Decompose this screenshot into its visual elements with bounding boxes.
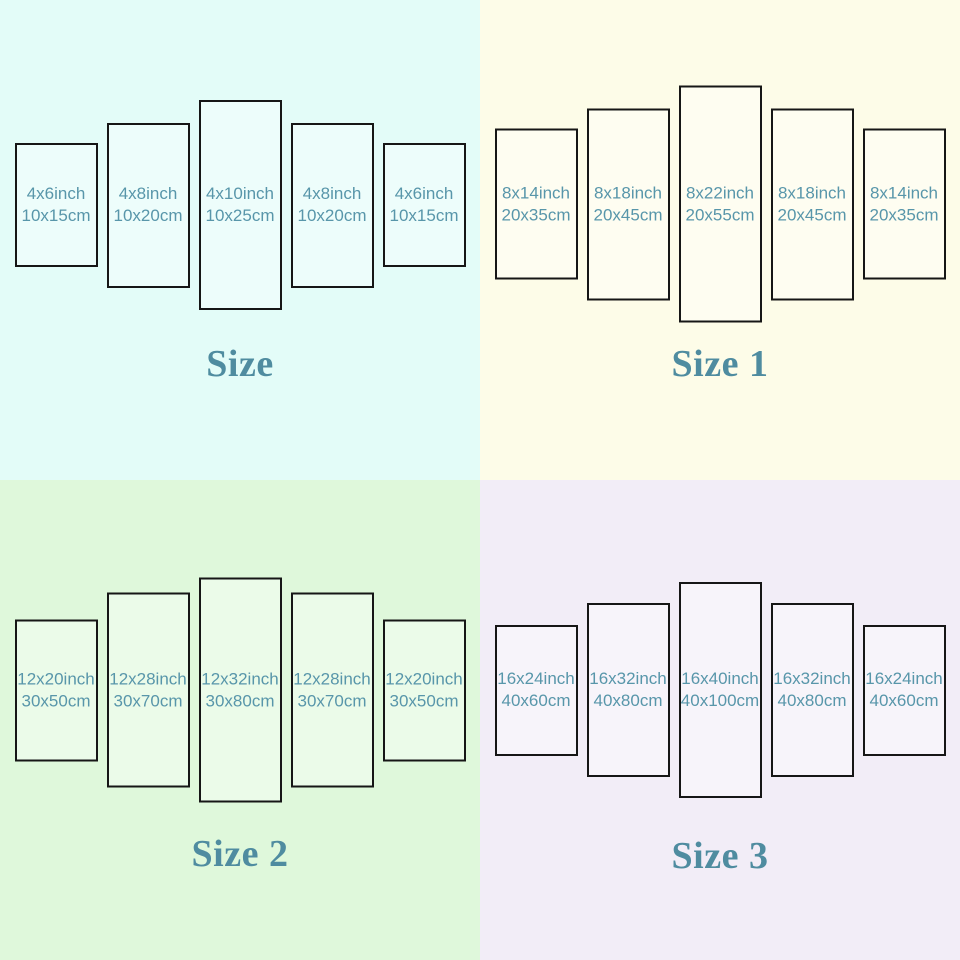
panel-size-inch: 4x8inch	[118, 184, 178, 203]
panel-mid-left: 12x28inch 30x70cm	[106, 592, 190, 788]
quadrant-title: Size 2	[191, 833, 289, 875]
panel-size-inch: 8x18inch	[593, 183, 663, 202]
panel-label: 12x20inch 30x50cm	[17, 668, 95, 712]
panel-label: 12x28inch 30x70cm	[109, 668, 187, 712]
quadrant-size: 4x6inch 10x15cm 4x8inch 10x20cm 4x10inch…	[0, 0, 480, 480]
panel-size-cm: 30x80cm	[205, 691, 275, 710]
panel-size-cm: 20x45cm	[593, 205, 663, 224]
panel-label: 16x24inch 40x60cm	[497, 668, 575, 712]
panel-label: 4x8inch 10x20cm	[298, 183, 367, 227]
panel-row: 8x14inch 20x35cm 8x18inch 20x45cm 8x22in…	[480, 85, 960, 323]
panel-size-inch: 8x14inch	[869, 183, 939, 202]
panel-size-inch: 16x24inch	[865, 669, 943, 688]
quadrant-size-2: 12x20inch 30x50cm 12x28inch 30x70cm 12x3…	[0, 480, 480, 960]
panel-size-cm: 40x80cm	[777, 691, 847, 710]
panel-label: 8x22inch 20x55cm	[686, 182, 755, 226]
panel-label: 8x18inch 20x45cm	[594, 182, 663, 226]
panel-label: 8x14inch 20x35cm	[870, 182, 939, 226]
quadrant-title: Size	[206, 343, 274, 385]
panel-size-cm: 20x35cm	[869, 205, 939, 224]
panel-mid-right: 4x8inch 10x20cm	[290, 122, 374, 288]
panel-mid-right: 16x32inch 40x80cm	[770, 603, 854, 777]
panel-size-inch: 16x24inch	[497, 669, 575, 688]
panel-size-inch: 4x6inch	[26, 184, 86, 203]
panel-outer-left: 4x6inch 10x15cm	[14, 143, 98, 267]
panel-size-inch: 16x32inch	[589, 669, 667, 688]
panel-size-cm: 30x50cm	[21, 691, 91, 710]
panel-size-inch: 8x14inch	[501, 183, 571, 202]
panel-size-cm: 10x15cm	[389, 206, 459, 225]
panel-label: 12x32inch 30x80cm	[201, 668, 279, 712]
panel-outer-left: 8x14inch 20x35cm	[494, 128, 578, 280]
panel-center: 8x22inch 20x55cm	[678, 85, 762, 323]
panel-label: 4x10inch 10x25cm	[206, 183, 275, 227]
panel-size-inch: 8x18inch	[777, 183, 847, 202]
panel-outer-right: 16x24inch 40x60cm	[862, 624, 946, 756]
panel-label: 12x28inch 30x70cm	[293, 668, 371, 712]
panel-outer-right: 8x14inch 20x35cm	[862, 128, 946, 280]
panel-label: 4x6inch 10x15cm	[22, 183, 91, 227]
panel-row: 12x20inch 30x50cm 12x28inch 30x70cm 12x3…	[0, 577, 480, 803]
panel-outer-left: 16x24inch 40x60cm	[494, 624, 578, 756]
quadrant-title: Size 1	[671, 343, 769, 385]
panel-mid-right: 8x18inch 20x45cm	[770, 108, 854, 300]
panel-label: 8x18inch 20x45cm	[778, 182, 847, 226]
panel-size-cm: 30x70cm	[113, 691, 183, 710]
panel-center: 16x40inch 40x100cm	[678, 582, 762, 798]
panel-outer-left: 12x20inch 30x50cm	[14, 619, 98, 761]
panel-size-cm: 10x25cm	[205, 206, 275, 225]
panel-mid-left: 16x32inch 40x80cm	[586, 603, 670, 777]
panel-size-inch: 16x40inch	[681, 669, 759, 688]
panel-outer-right: 12x20inch 30x50cm	[382, 619, 466, 761]
panel-size-inch: 4x8inch	[302, 184, 362, 203]
panel-mid-right: 12x28inch 30x70cm	[290, 592, 374, 788]
panel-size-inch: 12x28inch	[293, 669, 371, 688]
panel-size-cm: 40x80cm	[593, 691, 663, 710]
panel-mid-left: 8x18inch 20x45cm	[586, 108, 670, 300]
panel-size-cm: 10x20cm	[113, 206, 183, 225]
panel-size-cm: 40x100cm	[680, 691, 760, 710]
panel-center: 12x32inch 30x80cm	[198, 577, 282, 803]
panel-label: 12x20inch 30x50cm	[385, 668, 463, 712]
panel-size-inch: 4x6inch	[394, 184, 454, 203]
panel-size-cm: 10x15cm	[21, 206, 91, 225]
quadrant-title: Size 3	[671, 835, 769, 877]
panel-size-cm: 40x60cm	[869, 691, 939, 710]
panel-label: 16x32inch 40x80cm	[773, 668, 851, 712]
panel-label: 4x8inch 10x20cm	[114, 183, 183, 227]
panel-label: 16x40inch 40x100cm	[681, 668, 759, 712]
panel-label: 4x6inch 10x15cm	[390, 183, 459, 227]
panel-center: 4x10inch 10x25cm	[198, 100, 282, 310]
panel-mid-left: 4x8inch 10x20cm	[106, 122, 190, 288]
panel-size-cm: 10x20cm	[297, 206, 367, 225]
panel-size-inch: 12x28inch	[109, 669, 187, 688]
panel-label: 8x14inch 20x35cm	[502, 182, 571, 226]
panel-size-cm: 40x60cm	[501, 691, 571, 710]
panel-row: 4x6inch 10x15cm 4x8inch 10x20cm 4x10inch…	[0, 100, 480, 310]
panel-outer-right: 4x6inch 10x15cm	[382, 143, 466, 267]
panel-row: 16x24inch 40x60cm 16x32inch 40x80cm 16x4…	[480, 582, 960, 798]
panel-size-inch: 12x20inch	[17, 669, 95, 688]
panel-size-inch: 12x32inch	[201, 669, 279, 688]
panel-size-cm: 30x70cm	[297, 691, 367, 710]
panel-label: 16x24inch 40x60cm	[865, 668, 943, 712]
panel-size-inch: 8x22inch	[685, 183, 755, 202]
panel-size-cm: 20x55cm	[685, 205, 755, 224]
quadrant-size-1: 8x14inch 20x35cm 8x18inch 20x45cm 8x22in…	[480, 0, 960, 480]
panel-size-inch: 4x10inch	[205, 184, 275, 203]
panel-size-cm: 20x45cm	[777, 205, 847, 224]
quadrant-size-3: 16x24inch 40x60cm 16x32inch 40x80cm 16x4…	[480, 480, 960, 960]
panel-size-inch: 16x32inch	[773, 669, 851, 688]
panel-size-cm: 20x35cm	[501, 205, 571, 224]
panel-size-cm: 30x50cm	[389, 691, 459, 710]
panel-size-inch: 12x20inch	[385, 669, 463, 688]
panel-label: 16x32inch 40x80cm	[589, 668, 667, 712]
